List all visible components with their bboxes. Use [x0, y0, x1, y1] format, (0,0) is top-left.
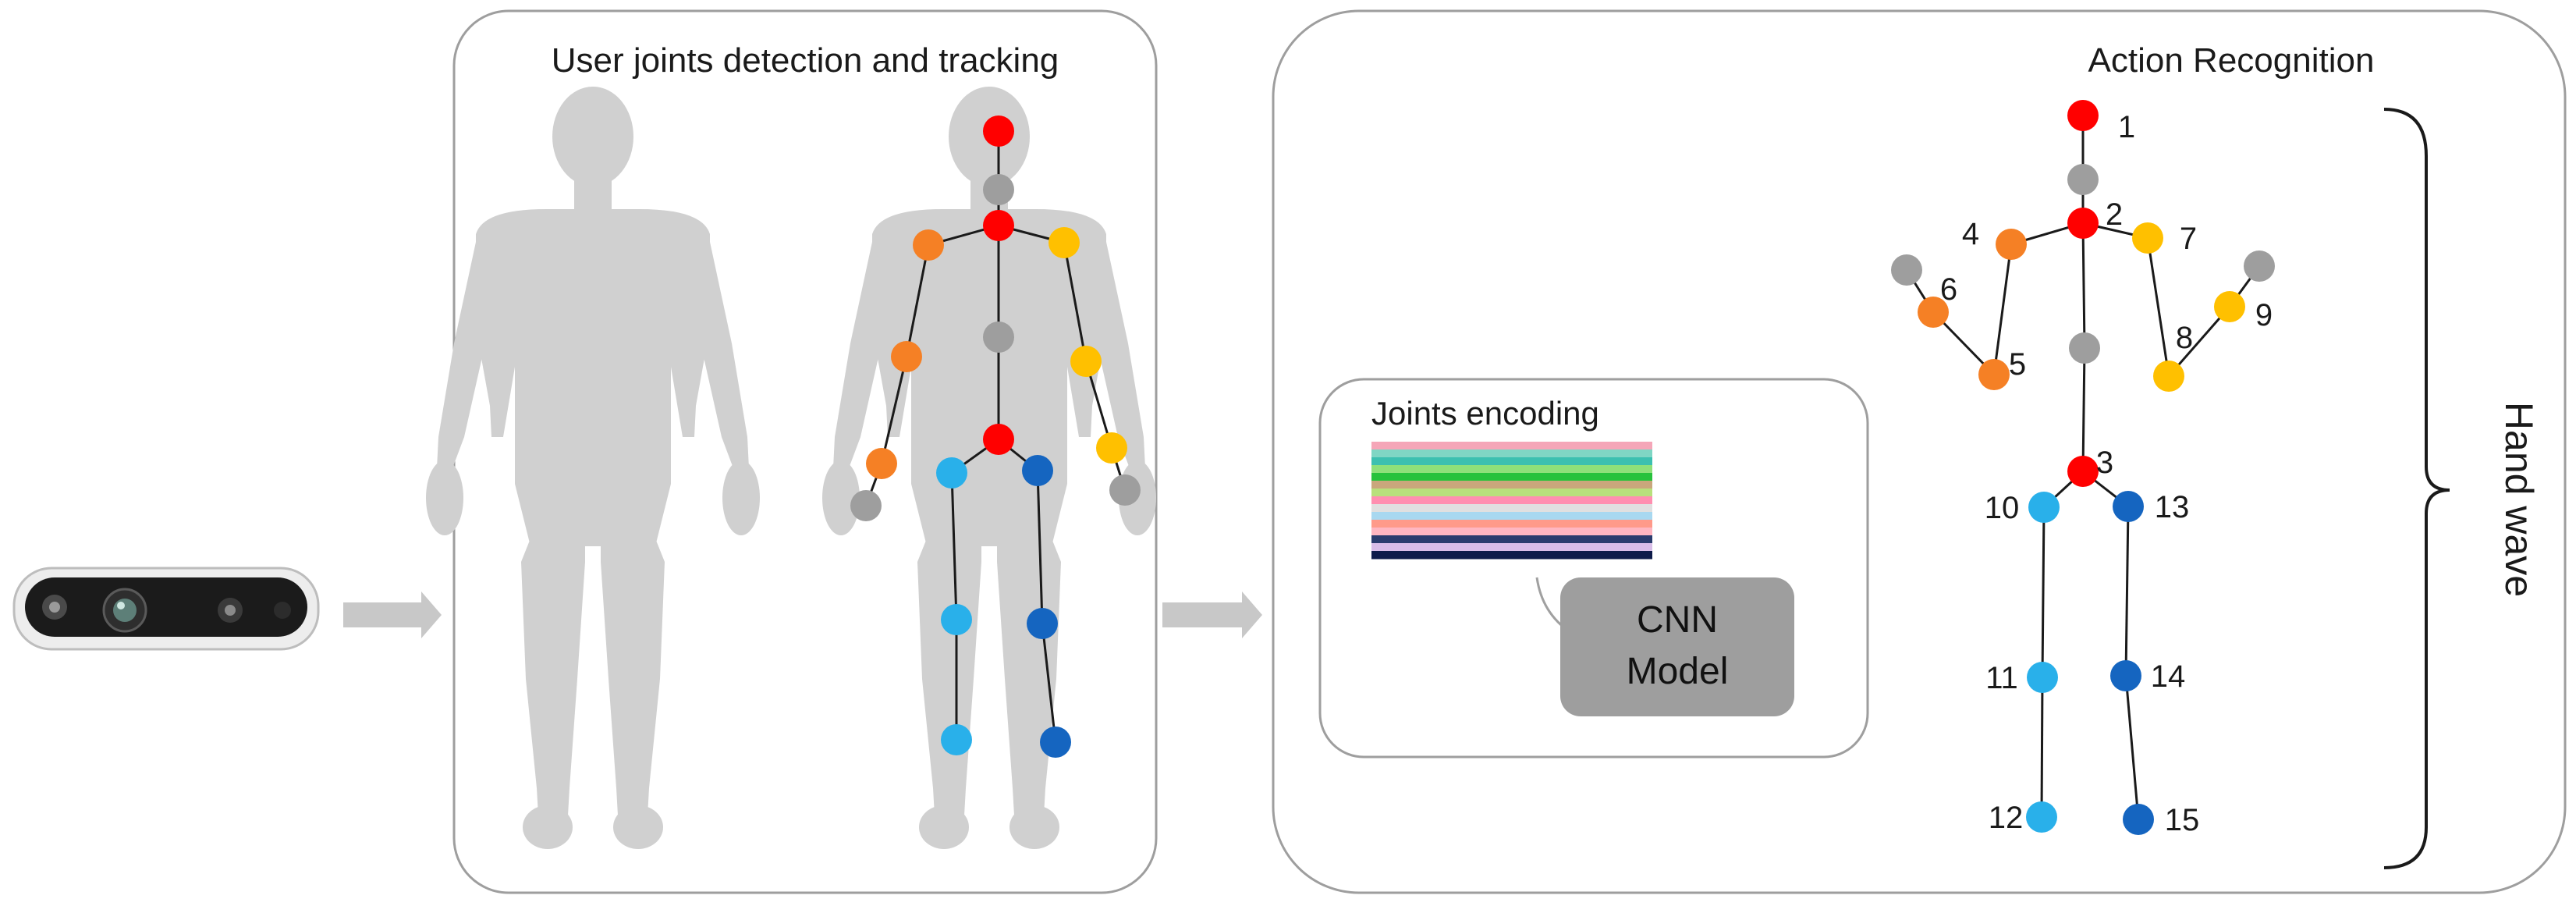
cnn-model-label-line2: Model — [1627, 651, 1729, 692]
body-joint-hip — [983, 424, 1014, 455]
joint-number-label: 11 — [1985, 661, 2018, 695]
joints-encoding-image — [1371, 442, 1652, 560]
neutral-joint — [1891, 254, 1922, 286]
encoding-stripe — [1371, 543, 1652, 552]
encoding-stripe — [1371, 457, 1652, 466]
encoding-stripe — [1371, 442, 1652, 450]
joint-number-label: 10 — [1985, 491, 2020, 525]
encoding-stripe — [1371, 496, 1652, 505]
action-bone — [2081, 347, 2086, 472]
body-joint-neck — [983, 174, 1014, 205]
action-joint-6 — [1918, 297, 1949, 328]
cnn-model-box — [1560, 577, 1794, 716]
body-joint-lh — [850, 490, 882, 521]
action-bone — [2146, 237, 2170, 377]
action-bone — [2124, 506, 2130, 677]
joint-number-label: 12 — [1989, 801, 2024, 835]
action-joint-7 — [2132, 222, 2163, 254]
encoding-stripe — [1371, 504, 1652, 513]
action-joint-10 — [2028, 492, 2060, 523]
body-bone — [905, 244, 930, 357]
action-bracket — [2383, 108, 2450, 869]
body-joint-ls — [913, 229, 944, 261]
body-joint-lk — [941, 604, 972, 635]
neutral-joint — [2067, 164, 2099, 195]
joint-number-label: 3 — [2096, 446, 2113, 480]
depth-camera-icon — [12, 567, 320, 651]
body-bone — [1036, 470, 1044, 624]
encoding-stripe — [1371, 512, 1652, 521]
body-bone — [1041, 623, 1057, 743]
action-label: Hand wave — [2497, 402, 2541, 597]
body-joint-le — [891, 341, 922, 372]
action-joint-13 — [2113, 491, 2144, 522]
joint-number-label: 13 — [2155, 490, 2190, 524]
encoding-stripe — [1371, 551, 1652, 560]
action-joint-14 — [2110, 660, 2141, 691]
action-joint-8 — [2153, 361, 2184, 392]
encoding-stripe — [1371, 489, 1652, 497]
flow-arrow-3 — [1162, 592, 1262, 638]
action-joint-5 — [1978, 359, 2010, 390]
joint-number-label: 6 — [1940, 272, 1957, 307]
encoding-stripe — [1371, 481, 1652, 489]
body-joint-rhp — [1022, 455, 1053, 486]
flow-arrow-1 — [343, 592, 442, 638]
neutral-joint — [2069, 332, 2100, 364]
encoding-stripe — [1371, 465, 1652, 474]
action-joint-4 — [1996, 229, 2027, 260]
joint-number-label: 15 — [2165, 803, 2200, 837]
joint-number-label: 4 — [1962, 217, 1979, 251]
detection-panel-title: User joints detection and tracking — [552, 41, 1059, 80]
body-bone — [1063, 242, 1088, 362]
body-joint-rh — [1109, 474, 1141, 506]
body-joint-rk — [1027, 608, 1058, 639]
encoding-stripe — [1371, 528, 1652, 536]
action-joint-12 — [2026, 801, 2057, 833]
body-joint-re — [1070, 346, 1102, 377]
action-bone — [2124, 675, 2140, 820]
action-bone — [2081, 222, 2086, 349]
body-joint-lw — [866, 448, 897, 479]
body-joint-ra — [1040, 727, 1071, 758]
joint-number-label: 14 — [2151, 659, 2186, 694]
body-joint-rs — [1048, 227, 1080, 258]
cnn-model-label-line1: CNN — [1637, 599, 1718, 641]
body-joint-la — [941, 724, 972, 755]
joint-number-label: 5 — [2009, 347, 2026, 382]
joint-number-label: 8 — [2176, 321, 2193, 355]
encoding-stripe — [1371, 473, 1652, 481]
encoding-stripe — [1371, 449, 1652, 458]
action-joint-15 — [2123, 804, 2154, 835]
encoding-stripe — [1371, 535, 1652, 544]
body-joint-sp — [983, 322, 1014, 353]
joint-number-label: 9 — [2255, 298, 2273, 332]
human-silhouette — [426, 87, 760, 849]
joint-number-label: 7 — [2180, 222, 2197, 256]
body-joint-lhp — [936, 457, 967, 489]
body-joint-sh — [983, 210, 1014, 241]
encoding-stripe — [1371, 520, 1652, 528]
action-bone — [1992, 243, 2013, 375]
recognition-panel-title: Action Recognition — [2088, 41, 2375, 80]
body-bone — [880, 356, 908, 464]
body-bone — [950, 472, 958, 620]
action-joint-3 — [2067, 456, 2099, 487]
action-joint-9 — [2214, 291, 2245, 322]
action-bone — [2041, 506, 2046, 678]
action-joint-11 — [2027, 662, 2058, 693]
action-joint-2 — [2067, 208, 2099, 239]
action-joint-1 — [2067, 100, 2099, 131]
body-joint-head — [983, 115, 1014, 147]
joint-number-label: 2 — [2106, 197, 2123, 232]
neutral-joint — [2244, 250, 2275, 282]
body-skeleton — [850, 115, 1141, 758]
body-joint-rw — [1096, 432, 1127, 464]
joint-number-label: 1 — [2118, 110, 2135, 144]
encoding-panel-title: Joints encoding — [1371, 395, 1599, 432]
